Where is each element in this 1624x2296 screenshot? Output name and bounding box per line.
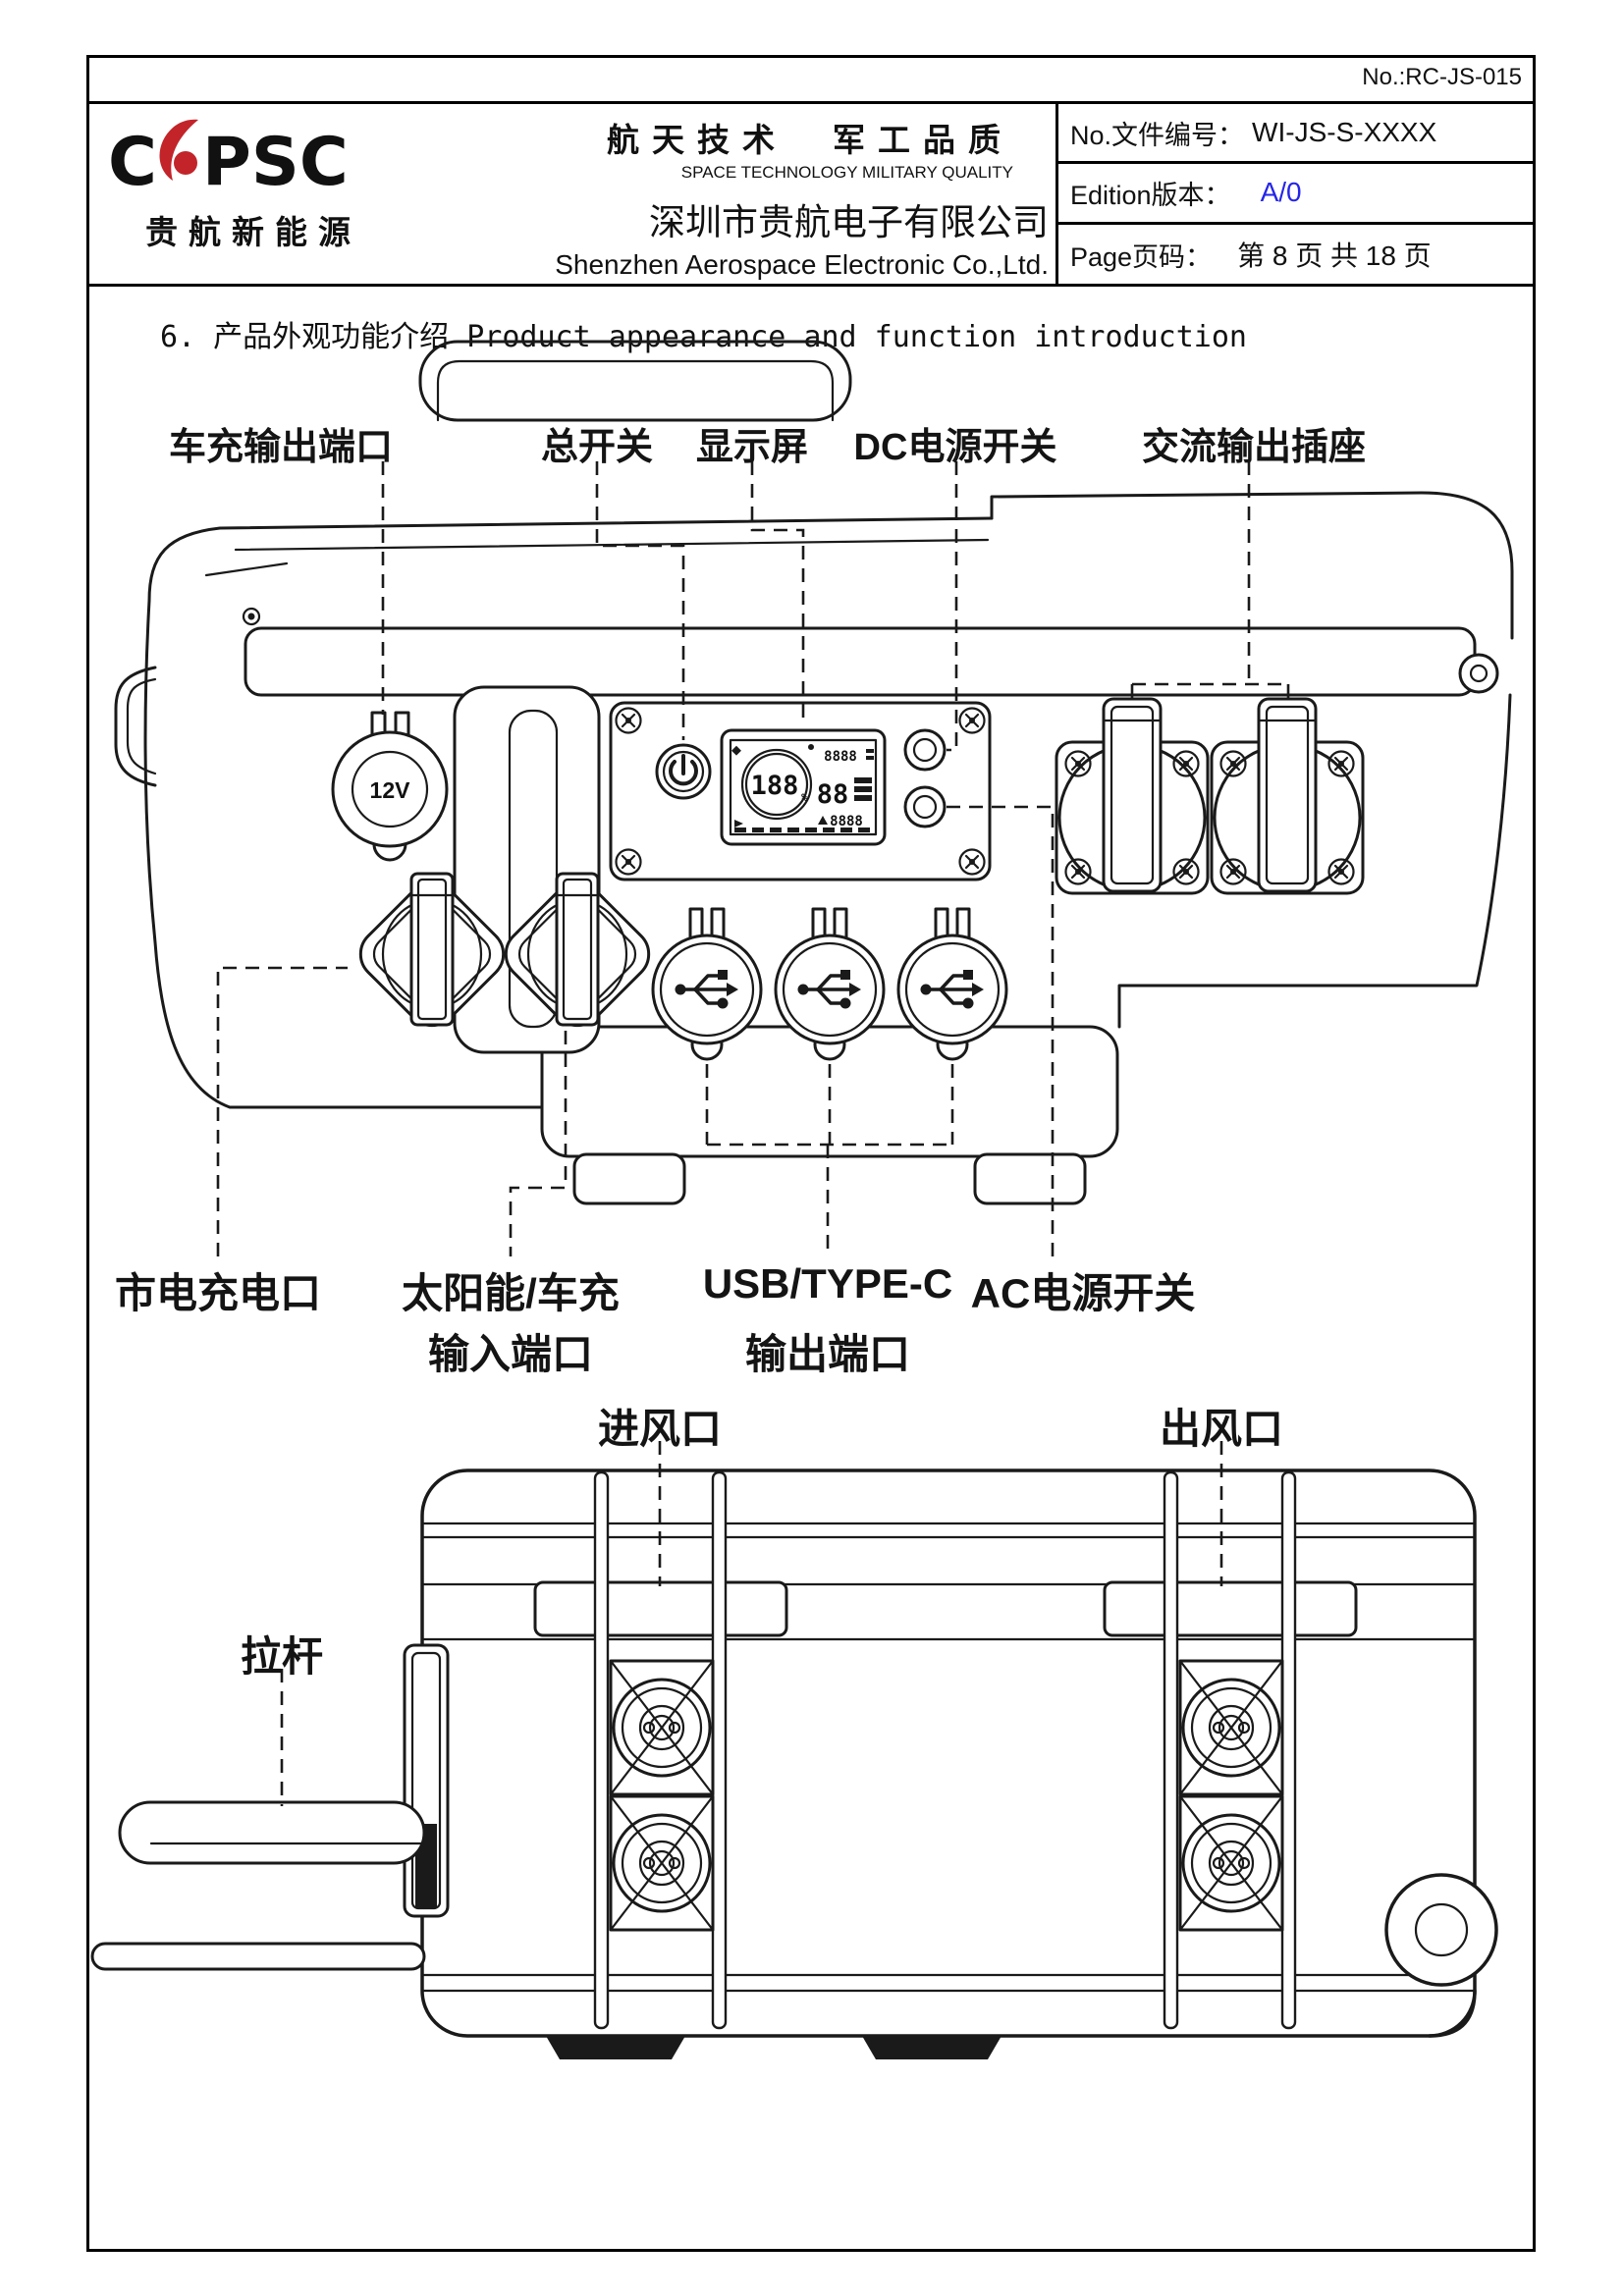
label-usb-output-line1: USB/TYPE-C xyxy=(702,1260,953,1307)
doc-code-row: No.文件编号： WI-JS-S-XXXX xyxy=(1058,104,1536,165)
svg-text:PSC: PSC xyxy=(202,124,349,201)
main-power-button-icon xyxy=(655,743,712,800)
ac-outlet-left xyxy=(1056,699,1208,893)
label-mains-input: 市电充电口 xyxy=(114,1270,322,1316)
label-pull-rod: 拉杆 xyxy=(240,1633,324,1680)
lcd-top-value: 8888 xyxy=(824,749,857,765)
car-charger-output-port: 12V xyxy=(331,711,449,862)
label-ac-switch: AC电源开关 xyxy=(970,1270,1196,1316)
label-air-inlet: 进风口 xyxy=(597,1406,723,1452)
pull-rod-handle xyxy=(90,1643,450,1971)
doc-number: No.:RC-JS-015 xyxy=(1362,64,1522,90)
logo-dot-icon xyxy=(174,151,197,175)
svg-text:C: C xyxy=(108,124,157,201)
power-station-front-view: 12V xyxy=(114,340,1514,1256)
logo-subtitle: 贵航新能源 xyxy=(145,214,361,250)
rubber-foot xyxy=(546,2036,685,2059)
lcd-mid-value: 88 xyxy=(817,779,849,810)
air-outlet-fans xyxy=(1178,1659,1284,1932)
label-solar-input-line1: 太阳能/车充 xyxy=(402,1270,620,1316)
lcd-soc-unit: % xyxy=(801,791,808,804)
ac-power-button xyxy=(903,785,947,828)
rubber-foot xyxy=(862,2036,1001,2059)
slogan-cn: 航天技术 军工品质 xyxy=(607,122,1013,158)
company-title-cell: 航天技术 军工品质 SPACE TECHNOLOGY MILITARY QUAL… xyxy=(344,104,1053,285)
page-border-frame xyxy=(86,55,1536,2252)
label-display: 显示屏 xyxy=(695,427,809,468)
edition-row: Edition版本： A/0 xyxy=(1058,164,1536,225)
ac-outlet-right xyxy=(1212,699,1363,893)
label-solar-input-line2: 输入端口 xyxy=(427,1331,594,1377)
doc-code-value: WI-JS-S-XXXX xyxy=(1252,117,1437,148)
lcd-bottom-value: 8888 xyxy=(830,814,863,829)
page-row: Page页码： 第 8 页 共 18 页 xyxy=(1058,225,1536,285)
wheel xyxy=(1384,1873,1498,2038)
company-name-cn: 深圳市贵航电子有限公司 xyxy=(649,202,1049,242)
logo-swoosh-icon xyxy=(159,119,198,181)
control-panel: 188 % 8888 88 8888 xyxy=(609,701,992,881)
doc-info-cell: No.文件编号： WI-JS-S-XXXX Edition版本： A/0 Pag… xyxy=(1056,104,1536,285)
header-table: C PSC 贵航新能源 航天技术 军工品质 SPACE TECHNOLOGY M… xyxy=(86,104,1536,287)
power-station-side-view xyxy=(90,1441,1498,2059)
carry-handle xyxy=(418,340,852,422)
company-logo: C PSC xyxy=(108,119,349,201)
label-air-outlet: 出风口 xyxy=(1159,1406,1284,1452)
lcd-display: 188 % 8888 88 8888 xyxy=(720,728,887,846)
section-title: 6. 产品外观功能介绍 Product appearance and funct… xyxy=(160,320,1247,354)
edition-value: A/0 xyxy=(1260,177,1302,208)
leader-lines-side xyxy=(280,1441,1223,1806)
slogan-en: SPACE TECHNOLOGY MILITARY QUALITY xyxy=(680,163,1013,182)
doc-number-strip: No.:RC-JS-015 xyxy=(86,55,1536,104)
page-label: Page页码： xyxy=(1070,241,1213,272)
page-value: 第 8 页 共 18 页 xyxy=(1237,240,1432,272)
port-12v-label: 12V xyxy=(370,777,411,803)
label-usb-output-line2: 输出端口 xyxy=(744,1331,911,1377)
label-dc-switch: DC电源开关 xyxy=(853,427,1057,468)
dc-power-button xyxy=(903,728,947,772)
company-name-en: Shenzhen Aerospace Electronic Co.,Ltd. xyxy=(555,249,1049,280)
label-ac-outlet: 交流输出插座 xyxy=(1141,427,1367,468)
label-car-output: 车充输出端口 xyxy=(168,427,394,468)
edition-label: Edition版本： xyxy=(1070,180,1231,210)
lcd-icon-strip xyxy=(734,828,870,832)
leader-lines-front xyxy=(216,461,1290,1256)
lcd-soc-value: 188 xyxy=(751,771,799,801)
label-main-switch: 总开关 xyxy=(540,427,654,468)
logo-cell: C PSC 贵航新能源 xyxy=(86,104,420,285)
doc-code-label: No.文件编号： xyxy=(1070,120,1245,150)
air-inlet-fans xyxy=(609,1659,715,1932)
